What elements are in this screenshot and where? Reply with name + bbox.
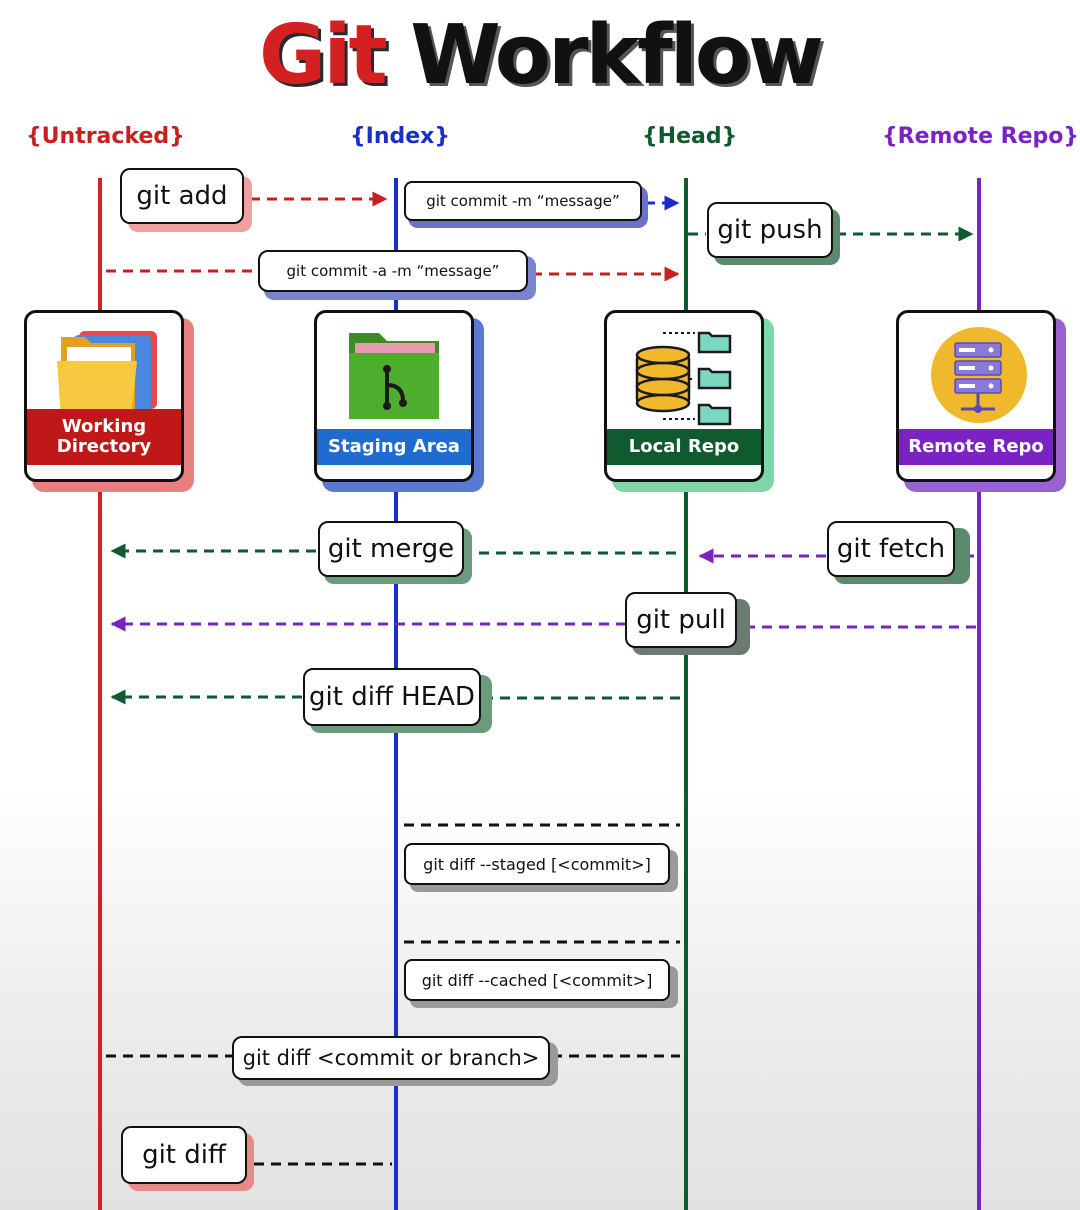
remote-repo-card: Remote Repo (896, 310, 1056, 482)
server-icon (931, 327, 1027, 423)
working-directory-banner: Working Directory (27, 409, 181, 465)
git-diff-cached-command: git diff --cached [<commit>] (404, 959, 670, 1001)
database-icon (635, 331, 732, 426)
git-diff-staged-command: git diff --staged [<commit>] (404, 843, 670, 885)
git-fetch-command: git fetch (827, 521, 955, 577)
git-diff-head-command: git diff HEAD (303, 668, 481, 726)
remote-repo-banner: Remote Repo (899, 429, 1053, 465)
title-word-git: Git (259, 8, 388, 103)
folders-icon (57, 331, 157, 419)
git-commit-a-command: git commit -a -m “message” (258, 250, 528, 292)
lane-label-head: {Head} (642, 124, 738, 149)
git-merge-command: git merge (318, 521, 464, 577)
branch-folder-icon (349, 333, 439, 419)
staging-area-banner: Staging Area (317, 429, 471, 465)
lane-label-untracked: {Untracked} (26, 124, 185, 149)
lane-label-index: {Index} (350, 124, 451, 149)
git-add-command: git add (120, 168, 244, 224)
working-directory-label-line1: Working (61, 416, 147, 437)
git-pull-command: git pull (625, 592, 737, 648)
working-directory-label-line2: Directory (56, 436, 152, 457)
local-repo-card: Local Repo (604, 310, 764, 482)
git-diff-commit-command: git diff <commit or branch> (232, 1036, 550, 1080)
git-commit-command: git commit -m “message” (404, 181, 642, 221)
title-word-workflow: Workflow (410, 8, 824, 103)
lane-label-remote: {Remote Repo} (882, 124, 1080, 149)
git-diff-command: git diff (121, 1126, 247, 1184)
working-directory-card: Working Directory (24, 310, 184, 482)
local-repo-banner: Local Repo (607, 429, 761, 465)
staging-area-card: Staging Area (314, 310, 474, 482)
page-title: Git Workflow (0, 6, 1080, 106)
git-push-command: git push (707, 202, 833, 258)
